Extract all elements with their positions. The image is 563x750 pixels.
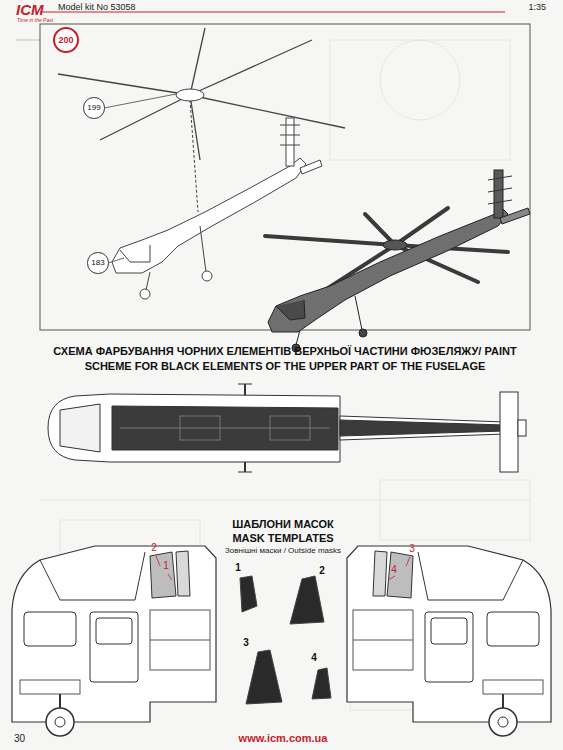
step-number: 200 — [53, 27, 79, 53]
mask-number: 1 — [235, 562, 241, 573]
callout-number: 200 — [58, 36, 73, 45]
kit-number: Model kit No 53058 — [58, 3, 136, 13]
mask-subheading: Зовнішні маски / Outside masks — [225, 547, 341, 556]
mask-heading: MASK TEMPLATES — [232, 532, 333, 544]
callout-number: 4 — [391, 564, 397, 575]
callout-number: 2 — [151, 542, 157, 553]
brand-tagline: Time in the Past — [17, 18, 53, 24]
callout-number: 1 — [163, 560, 169, 571]
callout-circle: 183 — [87, 252, 108, 273]
callout-circle: 199 — [83, 97, 104, 118]
callout-number: 3 — [409, 543, 415, 554]
mask-number: 4 — [311, 652, 317, 663]
mask-number: 2 — [319, 565, 325, 576]
mask-number: 3 — [243, 637, 249, 648]
scale: 1:35 — [528, 3, 546, 13]
mask-heading: ШАБЛОНИ МАСОК — [232, 518, 334, 530]
page-number: 30 — [14, 733, 25, 744]
callout-number: 183 — [91, 259, 104, 267]
section-heading: СХЕМА ФАРБУВАННЯ ЧОРНИХ ЕЛЕМЕНТІВ ВЕРХНЬ… — [40, 344, 530, 374]
website: www.icm.com.ua — [239, 732, 328, 744]
callout-number: 199 — [87, 104, 100, 112]
brand-logo: ICM — [16, 2, 44, 19]
